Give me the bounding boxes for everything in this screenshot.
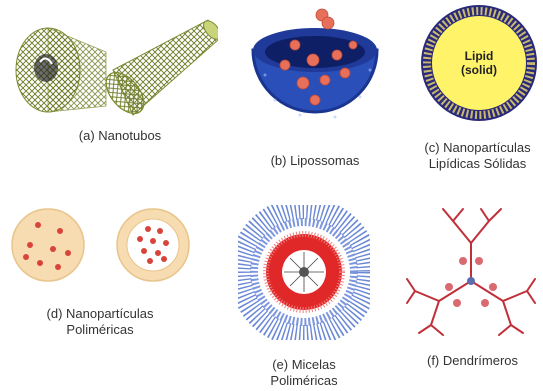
caption-dendrimers: (f) Dendrímeros [410, 353, 535, 369]
dendrimer-figure [405, 203, 537, 338]
caption-micelles-line2: Poliméricas [244, 373, 364, 389]
liposome-figure [245, 5, 385, 145]
nanotube-cone [16, 28, 106, 112]
caption-micelles-line1: (e) Micelas [244, 357, 364, 373]
caption-sln-line2: Lipídicas Sólidas [412, 156, 543, 172]
nanocapsule [117, 209, 189, 281]
sln-figure: Lipid (solid) [418, 2, 540, 127]
nanotubes-figure [8, 10, 218, 120]
caption-liposomes: (b) Lipossomas [250, 153, 380, 169]
caption-polymeric-np-line2: Poliméricas [20, 322, 180, 338]
nanotube-tube [99, 18, 218, 120]
caption-nanotubes: (a) Nanotubos [40, 128, 200, 144]
caption-sln-line1: (c) Nanopartículas [412, 140, 543, 156]
sln-core-label-line1: Lipid [465, 49, 494, 63]
caption-polymeric-np-line1: (d) Nanopartículas [20, 306, 180, 322]
sln-core-label-line2: (solid) [461, 63, 497, 77]
micelle-figure [238, 205, 370, 340]
nanosphere [12, 209, 84, 281]
polymeric-np-figure [8, 205, 198, 290]
